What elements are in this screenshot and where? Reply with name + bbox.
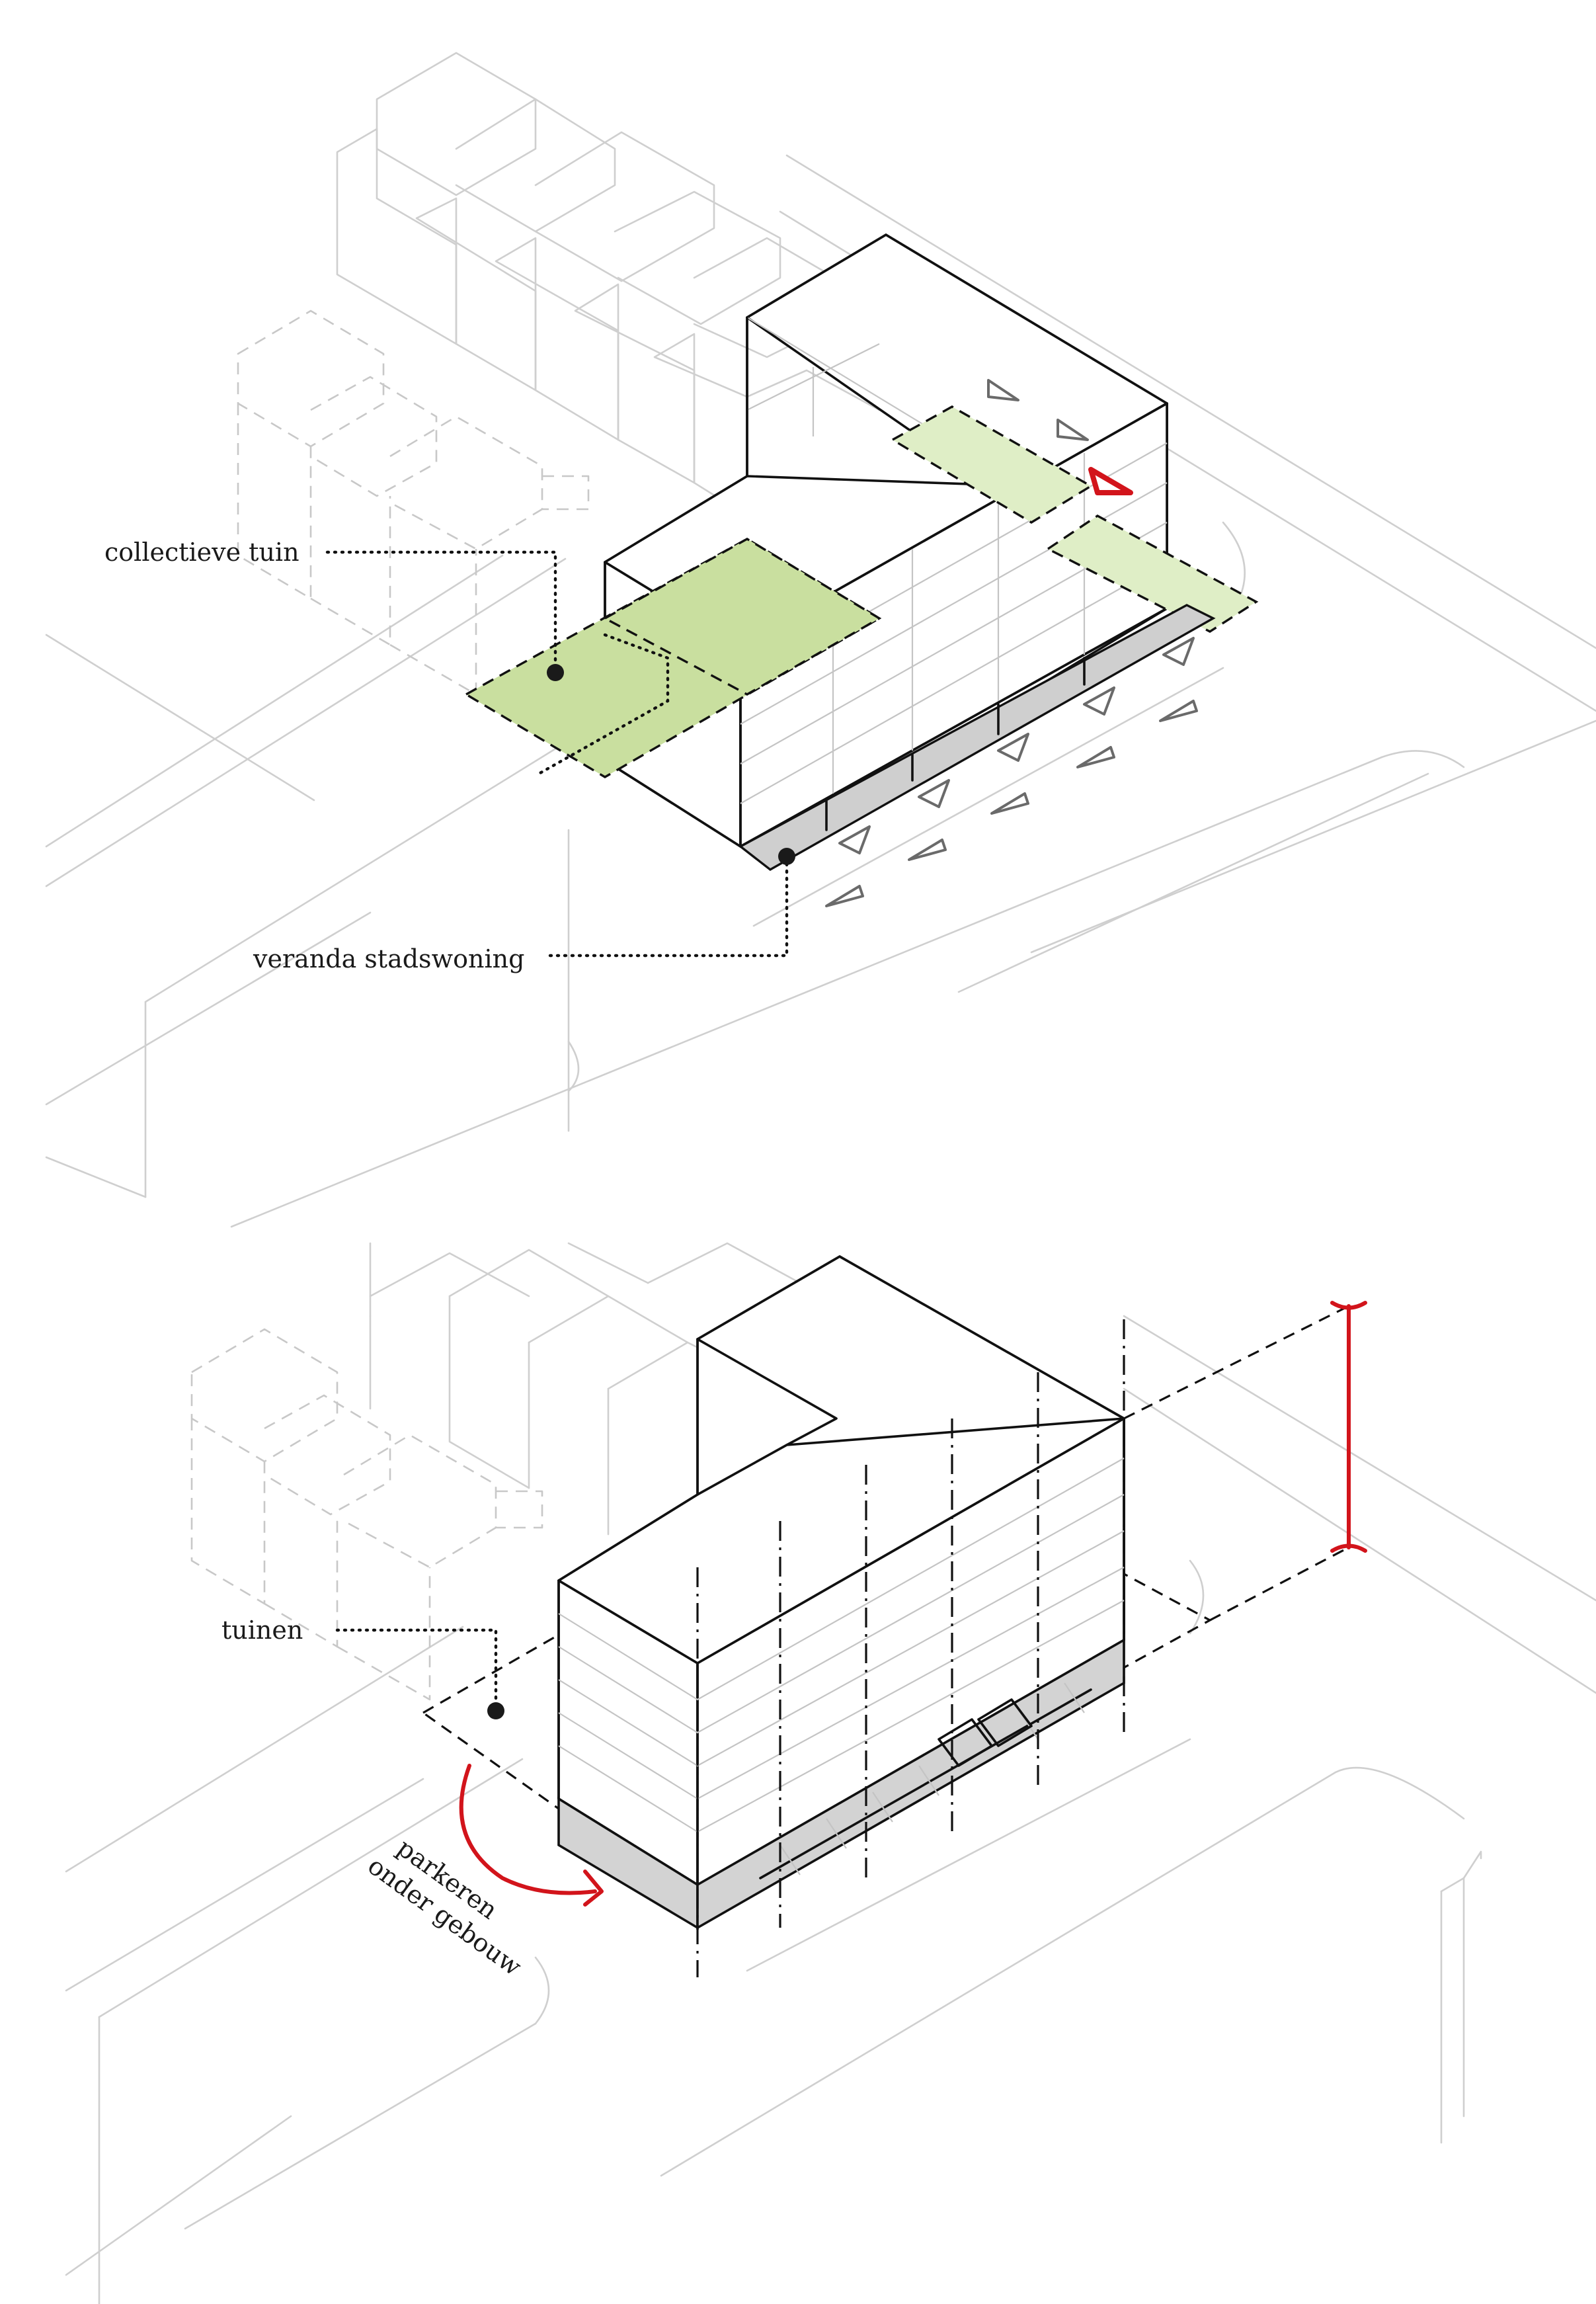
bottom-diagram: tuinen parkeren onder gebouw [65,1242,1596,2304]
leader-dot [778,848,795,865]
label-parking: parkeren onder gebouw [362,1833,527,1982]
view-arrow [1159,700,1198,722]
red-view-arrow [1088,467,1133,495]
view-arrow [908,839,947,861]
top-view-arrows [825,379,1198,907]
bottom-building [557,1255,1125,1930]
roof-garden-1 [890,405,1094,524]
top-leaders [325,550,795,958]
bottom-leaders [335,1628,504,1719]
top-diagram: collectieve tuin veranda stadswoning [45,52,1596,1228]
label-gardens: tuinen [221,1616,303,1645]
roof-garden-2 [1045,514,1259,633]
leader-dot [547,664,564,681]
bottom-context-streets [65,1315,1596,2304]
view-arrow [825,885,864,907]
top-context-rowhouses [336,52,881,517]
view-arrow [990,792,1029,815]
label-collective-garden: collectieve tuin [104,538,299,567]
top-veranda [738,604,1216,872]
view-arrow [1057,419,1089,441]
bottom-context-dashed-buildings [190,1328,543,1701]
view-arrow [987,379,1019,401]
red-height-marker [1330,1301,1367,1553]
view-arrow [1076,746,1115,768]
bottom-structural-grid [696,1319,1125,1977]
leader-dot [487,1702,504,1719]
label-veranda: veranda stadswoning [253,944,524,973]
top-gardens [463,405,1259,778]
red-parking-arrow [459,1764,604,1907]
